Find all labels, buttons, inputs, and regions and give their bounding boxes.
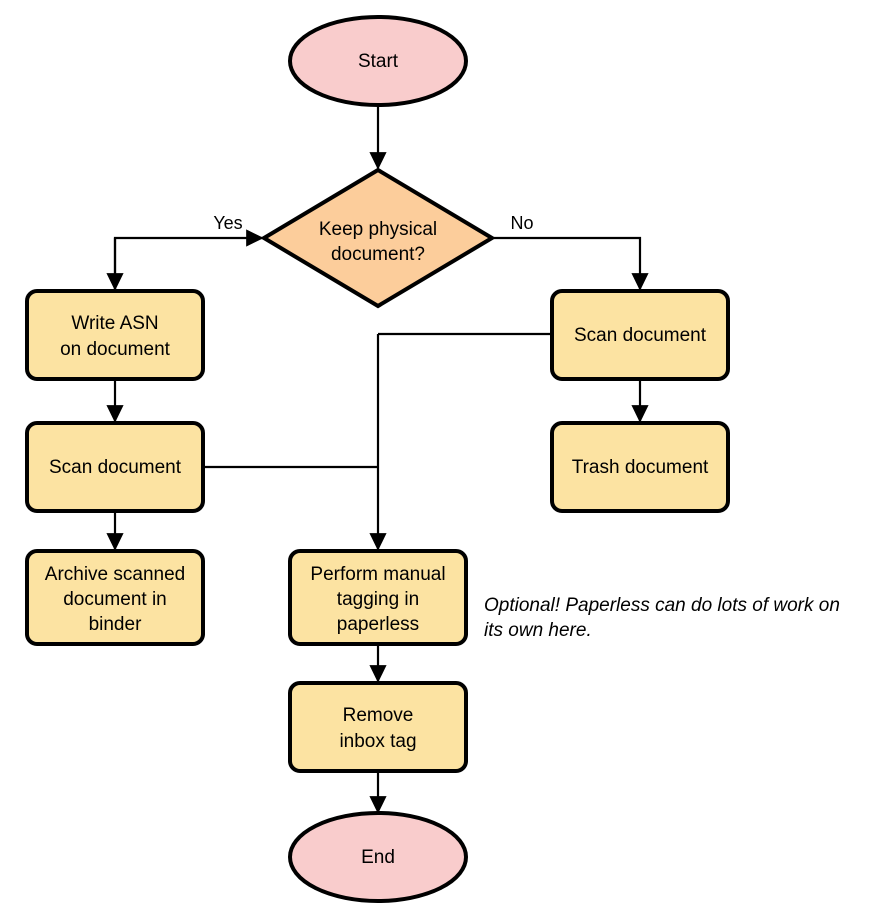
archive-rect-shape	[25, 549, 205, 646]
edge-decision-no	[494, 236, 649, 291]
note-optional-paperless: Optional! Paperless can do lots of work …	[484, 595, 840, 641]
node-perform-manual-tagging[interactable]: Perform manual tagging in paperless	[288, 549, 468, 646]
start-ellipse-shape	[288, 15, 468, 107]
start-label: Start	[358, 51, 399, 72]
node-write-asn[interactable]: Write ASN on document	[25, 289, 205, 381]
trash-document-rect-shape	[550, 421, 730, 513]
scan-document-right-rect-shape	[550, 289, 730, 381]
node-archive-scanned-document[interactable]: Archive scanned document in binder	[25, 549, 205, 646]
note-optional-line2: its own here.	[484, 620, 592, 641]
decision-diamond-shape	[260, 167, 496, 309]
decision-label-line1: Keep physical	[319, 219, 437, 240]
scan-document-left-rect-shape	[25, 421, 205, 513]
remove-inbox-rect-shape	[288, 681, 468, 773]
node-scan-document-left[interactable]: Scan document	[25, 421, 205, 513]
remove-inbox-label-line2: inbox tag	[339, 731, 416, 752]
edge-label-no: No	[510, 213, 533, 233]
end-ellipse-shape	[288, 811, 468, 903]
write-asn-rect-shape	[25, 289, 205, 381]
scan-document-left-label: Scan document	[49, 457, 182, 478]
manual-tagging-rect-shape	[288, 549, 468, 646]
decision-label-line2: document?	[331, 244, 425, 265]
end-label: End	[361, 847, 395, 868]
edge-label-yes: Yes	[213, 213, 242, 233]
scan-document-right-label: Scan document	[574, 325, 707, 346]
write-asn-label-line1: Write ASN	[71, 313, 158, 334]
manual-tagging-label-line2: tagging in	[337, 589, 419, 610]
note-optional-line1: Optional! Paperless can do lots of work …	[484, 595, 840, 616]
node-decision-keep-physical-document[interactable]: Keep physical document?	[260, 167, 496, 309]
node-trash-document[interactable]: Trash document	[550, 421, 730, 513]
write-asn-label-line2: on document	[60, 339, 171, 360]
node-remove-inbox-tag[interactable]: Remove inbox tag	[288, 681, 468, 773]
edge-decision-yes	[113, 229, 264, 293]
archive-label-line3: binder	[89, 614, 142, 635]
node-scan-document-right[interactable]: Scan document	[550, 289, 730, 381]
archive-label-line2: document in	[63, 589, 167, 610]
trash-document-label: Trash document	[572, 457, 709, 478]
node-end[interactable]: End	[288, 811, 468, 903]
manual-tagging-label-line3: paperless	[337, 614, 419, 635]
manual-tagging-label-line1: Perform manual	[310, 564, 445, 585]
node-start[interactable]: Start	[288, 15, 468, 107]
archive-label-line1: Archive scanned	[45, 564, 185, 585]
remove-inbox-label-line1: Remove	[343, 705, 414, 726]
